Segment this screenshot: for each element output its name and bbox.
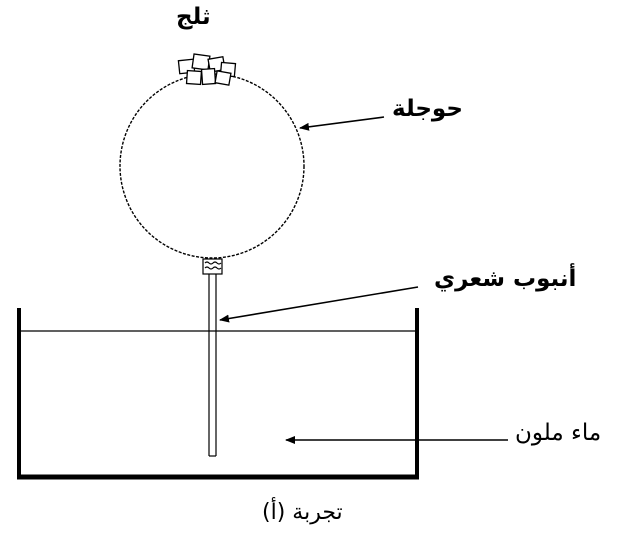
colored-water-label: ماء ملون <box>515 420 602 446</box>
experiment-caption: تجربة (أ) <box>262 500 343 525</box>
tube-arrow <box>219 286 419 323</box>
water-basin <box>17 308 419 480</box>
flask-bulb <box>119 73 305 259</box>
capillary-tube <box>208 274 217 457</box>
capillary-tube-label: أنبوب شعري <box>434 266 577 292</box>
ice-label: ثلج <box>176 4 211 30</box>
flask-label: حوجلة <box>392 96 463 122</box>
stopper <box>202 258 223 275</box>
ice-cubes <box>177 53 237 86</box>
flask-arrow <box>299 116 385 131</box>
